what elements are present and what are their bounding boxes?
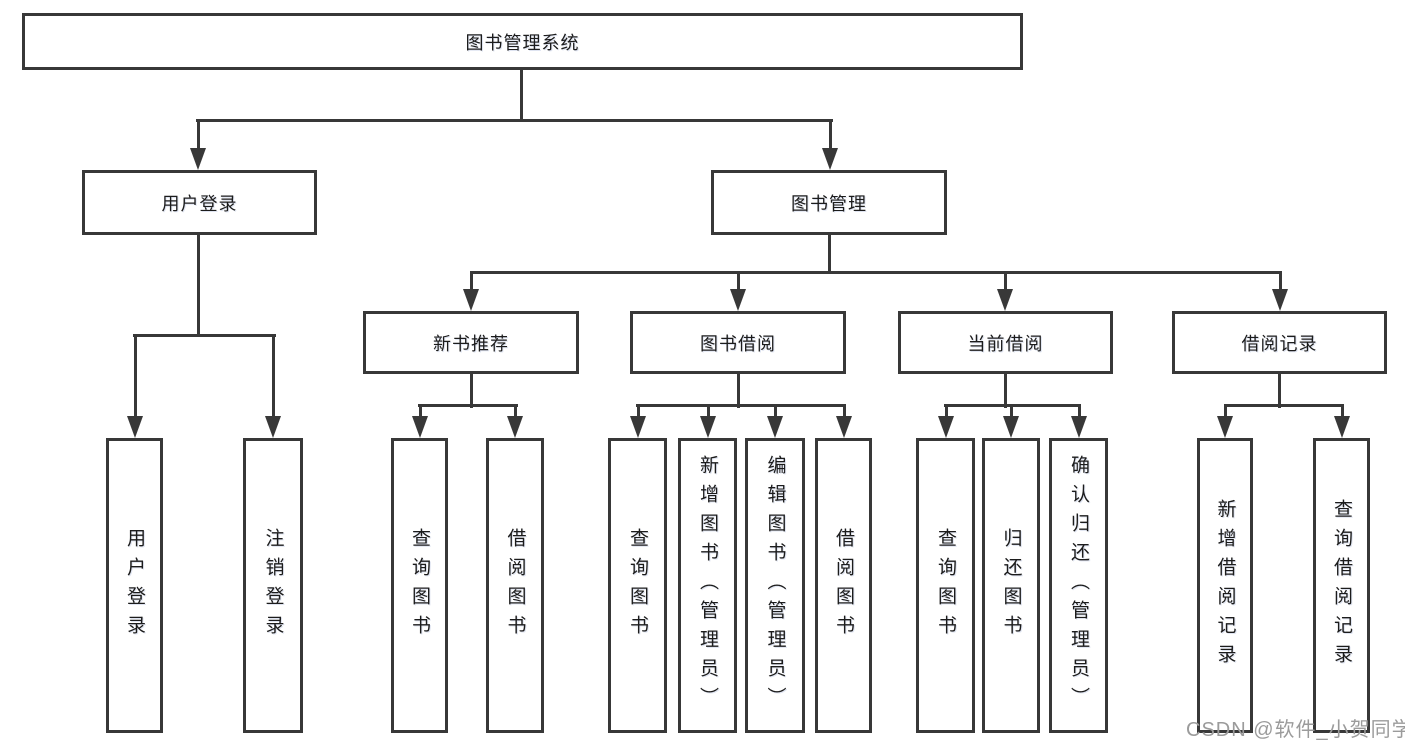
node-leaf-bb-add-book: 新增图书（管理员） (678, 438, 737, 733)
connector-user-login-branch (133, 334, 276, 337)
arrowhead-bb-borrow-icon (836, 416, 852, 438)
node-book-borrow-label: 图书借阅 (700, 333, 776, 354)
node-leaf-br-query-record-label: 查询借阅记录 (1331, 498, 1352, 673)
connector-root-stem (520, 69, 523, 122)
node-leaf-bb-edit-book: 编辑图书（管理员） (745, 438, 805, 733)
connector-book-mgmt-stem (828, 235, 831, 273)
connector-new-book-rec-stem (470, 374, 473, 408)
node-leaf-cb-confirm-return-label: 确认归还（管理员） (1068, 455, 1089, 716)
node-root-label: 图书管理系统 (465, 32, 580, 53)
arrowhead-book-mgmt-icon (822, 148, 838, 170)
arrowhead-user-login-icon (190, 148, 206, 170)
node-root: 图书管理系统 (22, 13, 1023, 70)
arrowhead-login-icon (127, 416, 143, 438)
watermark: CSDN @软件_小贺同学 (1186, 719, 1405, 741)
arrowhead-cb-query-icon (938, 416, 954, 438)
connector-br-add-shaft (1224, 404, 1227, 418)
node-leaf-cb-query-book: 查询图书 (916, 438, 975, 733)
arrowhead-borrow-record-icon (1272, 289, 1288, 311)
arrowhead-bb-query-icon (630, 416, 646, 438)
node-new-book-rec-label: 新书推荐 (433, 333, 509, 354)
node-book-mgmt-label: 图书管理 (791, 193, 867, 214)
connector-bb-borrow-shaft (843, 404, 846, 418)
arrowhead-cb-confirm-icon (1071, 416, 1087, 438)
arrowhead-current-borrow-icon (997, 289, 1013, 311)
node-new-book-rec: 新书推荐 (363, 311, 579, 374)
node-leaf-bb-edit-book-label: 编辑图书（管理员） (764, 455, 786, 716)
arrowhead-bb-edit-icon (767, 416, 783, 438)
node-leaf-bb-query-book: 查询图书 (608, 438, 667, 733)
arrowhead-book-borrow-icon (730, 289, 746, 311)
arrowhead-logout-icon (265, 416, 281, 438)
node-leaf-cb-return-book-label: 归还图书 (1000, 527, 1022, 644)
node-leaf-br-add-record-label: 新增借阅记录 (1214, 498, 1236, 673)
node-leaf-cb-confirm-return: 确认归还（管理员） (1049, 438, 1108, 733)
node-leaf-bb-add-book-label: 新增图书（管理员） (697, 455, 718, 716)
node-leaf-user-login-label: 用户登录 (124, 527, 145, 644)
connector-book-borrow-shaft (737, 271, 740, 291)
arrowhead-cb-return-icon (1003, 416, 1019, 438)
connector-new-book-rec-shaft (470, 271, 473, 291)
node-current-borrow: 当前借阅 (898, 311, 1113, 374)
connector-login-shaft (134, 334, 137, 417)
connector-borrow-record-shaft (1279, 271, 1282, 291)
node-current-borrow-label: 当前借阅 (967, 333, 1044, 354)
node-book-borrow: 图书借阅 (630, 311, 846, 374)
connector-nbr-borrow-shaft (514, 404, 517, 418)
node-leaf-bb-query-book-label: 查询图书 (627, 527, 648, 644)
node-leaf-nbr-borrow-book: 借阅图书 (486, 438, 544, 733)
node-leaf-bb-borrow-book: 借阅图书 (815, 438, 872, 733)
node-user-login-label: 用户登录 (161, 193, 238, 214)
node-book-mgmt: 图书管理 (711, 170, 947, 235)
arrowhead-new-book-rec-icon (463, 289, 479, 311)
node-leaf-cb-return-book: 归还图书 (982, 438, 1040, 733)
arrowhead-bb-add-icon (700, 416, 716, 438)
connector-borrow-record-stem (1278, 374, 1281, 408)
node-leaf-cb-query-book-label: 查询图书 (935, 527, 956, 644)
connector-br-query-shaft (1341, 404, 1344, 418)
connector-bb-add-shaft (707, 404, 710, 418)
node-leaf-br-query-record: 查询借阅记录 (1313, 438, 1370, 733)
connector-root-branch (196, 119, 833, 122)
arrowhead-nbr-borrow-icon (507, 416, 523, 438)
connector-new-book-rec-branch (418, 404, 518, 407)
connector-bb-edit-shaft (774, 404, 777, 418)
connector-book-mgmt-shaft (829, 119, 832, 150)
connector-bb-query-shaft (637, 404, 640, 418)
connector-current-borrow-stem (1004, 374, 1007, 408)
connector-user-login-stem (197, 235, 200, 337)
node-leaf-nbr-query-book-label: 查询图书 (409, 527, 430, 644)
node-leaf-nbr-borrow-book-label: 借阅图书 (504, 527, 526, 644)
node-user-login: 用户登录 (82, 170, 317, 235)
arrowhead-br-add-icon (1217, 416, 1233, 438)
node-leaf-bb-borrow-book-label: 借阅图书 (833, 527, 854, 644)
node-leaf-br-add-record: 新增借阅记录 (1197, 438, 1253, 733)
node-leaf-nbr-query-book: 查询图书 (391, 438, 448, 733)
node-leaf-user-login: 用户登录 (106, 438, 163, 733)
node-borrow-record: 借阅记录 (1172, 311, 1387, 374)
connector-cb-query-shaft (945, 404, 948, 418)
connector-cb-return-shaft (1010, 404, 1013, 418)
arrowhead-nbr-query-icon (412, 416, 428, 438)
node-leaf-logout-label: 注销登录 (262, 527, 284, 644)
connector-book-mgmt-branch (470, 271, 1282, 274)
connector-nbr-query-shaft (419, 404, 422, 418)
connector-book-borrow-stem (737, 374, 740, 408)
node-leaf-logout: 注销登录 (243, 438, 303, 733)
connector-cb-confirm-shaft (1078, 404, 1081, 418)
connector-borrow-record-branch (1224, 404, 1344, 407)
connector-current-borrow-shaft (1004, 271, 1007, 291)
arrowhead-br-query-icon (1334, 416, 1350, 438)
connector-user-login-shaft (197, 119, 200, 150)
connector-book-borrow-branch (636, 404, 846, 407)
node-borrow-record-label: 借阅记录 (1241, 333, 1318, 354)
connector-logout-shaft (272, 334, 275, 417)
